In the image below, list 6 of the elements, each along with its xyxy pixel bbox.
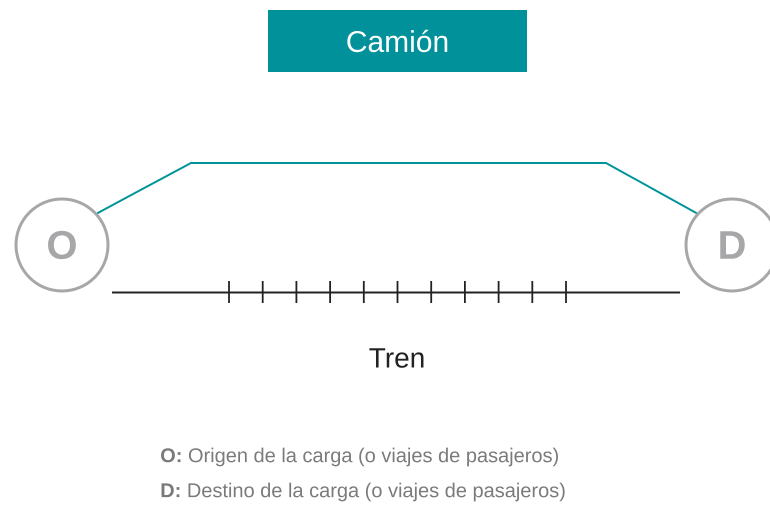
legend-text: O: Origen de la carga (o viajes de pasajeros) — [161, 448, 558, 466]
truck-route — [96, 162, 698, 214]
rail-line — [112, 292, 680, 294]
legend-text: D: Destino de la carga (o viajes de pasajeros) — [162, 482, 565, 502]
title-box: Camión — [268, 10, 527, 72]
edge-label: Tren — [369, 348, 424, 368]
